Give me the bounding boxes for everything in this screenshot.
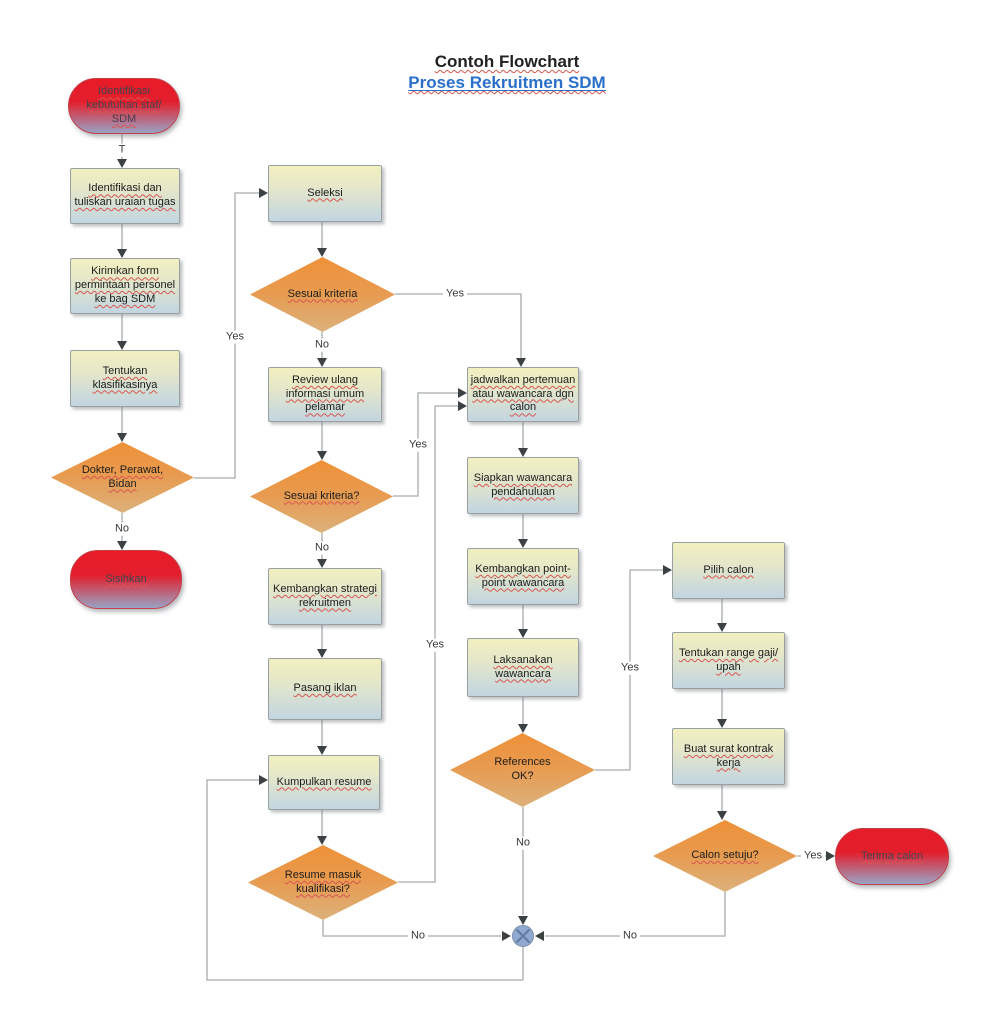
node-label: Calon setuju? [691, 849, 759, 862]
node-label: Sesuai kriteria [287, 287, 358, 300]
node-laksanakan-wawancara[interactable]: Laksanakan wawancara [467, 638, 579, 697]
node-label: jadwalkan pertemuan atau wawancara dgn c… [470, 373, 576, 414]
title-line2: Proses Rekruitmen SDM [408, 73, 606, 92]
node-label: References OK? [494, 756, 551, 782]
node-siapkan-wawancara[interactable]: Siapkan wawancara pendahuluan [467, 457, 579, 514]
node-kembangkan-strategi[interactable]: Kembangkan strategi rekruitmen [268, 568, 382, 625]
edge-label-no-kriteria1: No [311, 338, 333, 352]
edge-label-yes-setuju: Yes [801, 849, 825, 863]
node-tentukan-range-gaji[interactable]: Tentukan range gaji/ upah [672, 632, 785, 689]
node-label: Resume masuk kualifikasi? [284, 868, 362, 895]
node-label: Seleksi [307, 186, 343, 199]
node-label: Review ulang informasi umum pelamar [285, 373, 365, 414]
node-label: Kumpulkan resume [276, 775, 372, 788]
node-seleksi[interactable]: Seleksi [268, 165, 382, 222]
node-label: Sisihkan [105, 572, 147, 585]
edge-label-yes-dokter: Yes [223, 330, 247, 344]
node-label: Kembangkan strategi rekruitmen [273, 582, 377, 609]
edge-label-yes-kriteria1: Yes [443, 287, 467, 301]
node-kembangkan-point[interactable]: Kembangkan point-point wawancara [467, 548, 579, 605]
edge-label-no-resume: No [407, 929, 429, 943]
node-label: Kirimkan form permintaan personel ke bag… [74, 265, 176, 305]
edge-label-yes-kriteria2: Yes [406, 438, 430, 452]
edge-label-yes-references: Yes [618, 661, 642, 675]
node-tentukan-klasifikasi[interactable]: Tentukan klasifikasinya [70, 350, 180, 407]
node-label: Pilih calon [703, 563, 754, 576]
node-label: Kembangkan point-point wawancara [475, 562, 571, 589]
edge-label-no-setuju: No [619, 929, 641, 943]
node-kumpulkan-resume[interactable]: Kumpulkan resume [268, 755, 380, 810]
node-kirimkan-form[interactable]: Kirimkan form permintaan personel ke bag… [70, 258, 180, 314]
node-label: Identifikasi dan tuliskan uraian tugas [74, 182, 176, 208]
node-label: Sesuai kriteria? [283, 489, 360, 502]
node-jadwalkan-pertemuan[interactable]: jadwalkan pertemuan atau wawancara dgn c… [467, 367, 579, 422]
edge-label-no-dokter: No [111, 522, 133, 536]
junction-connector [512, 925, 534, 947]
node-label: Identifikasi kebutuhan staf/ SDM [86, 85, 162, 125]
node-end-terima-calon[interactable]: Terima calon [835, 828, 949, 885]
node-label: Buat surat kontrak kerja [683, 742, 774, 769]
node-label: Tentukan range gaji/ upah [678, 646, 779, 673]
edge-label-yes-resume: Yes [423, 638, 447, 652]
node-identifikasi-uraian-tugas[interactable]: Identifikasi dan tuliskan uraian tugas [70, 168, 180, 224]
node-label: Siapkan wawancara pendahuluan [473, 471, 573, 498]
edge-label-no-references: No [512, 836, 534, 850]
node-end-sisihkan[interactable]: Sisihkan [70, 550, 182, 609]
edge-label-t: T [115, 143, 129, 157]
page-title: Contoh Flowchart Proses Rekruitmen SDM [302, 52, 712, 93]
edge-label-no-kriteria2: No [311, 541, 333, 555]
node-pasang-iklan[interactable]: Pasang iklan [268, 658, 382, 720]
node-pilih-calon[interactable]: Pilih calon [672, 542, 785, 599]
node-label: Laksanakan wawancara [493, 653, 553, 680]
title-line1: Contoh Flowchart [434, 52, 580, 71]
node-start[interactable]: Identifikasi kebutuhan staf/ SDM [68, 78, 180, 134]
node-label: Terima calon [860, 849, 924, 862]
node-label: Dokter, Perawat, Bidan [81, 463, 164, 490]
node-review-ulang[interactable]: Review ulang informasi umum pelamar [268, 367, 382, 422]
node-label: Pasang iklan [293, 682, 357, 695]
node-label: Tentukan klasifikasinya [92, 364, 158, 391]
node-buat-surat-kontrak[interactable]: Buat surat kontrak kerja [672, 728, 785, 785]
